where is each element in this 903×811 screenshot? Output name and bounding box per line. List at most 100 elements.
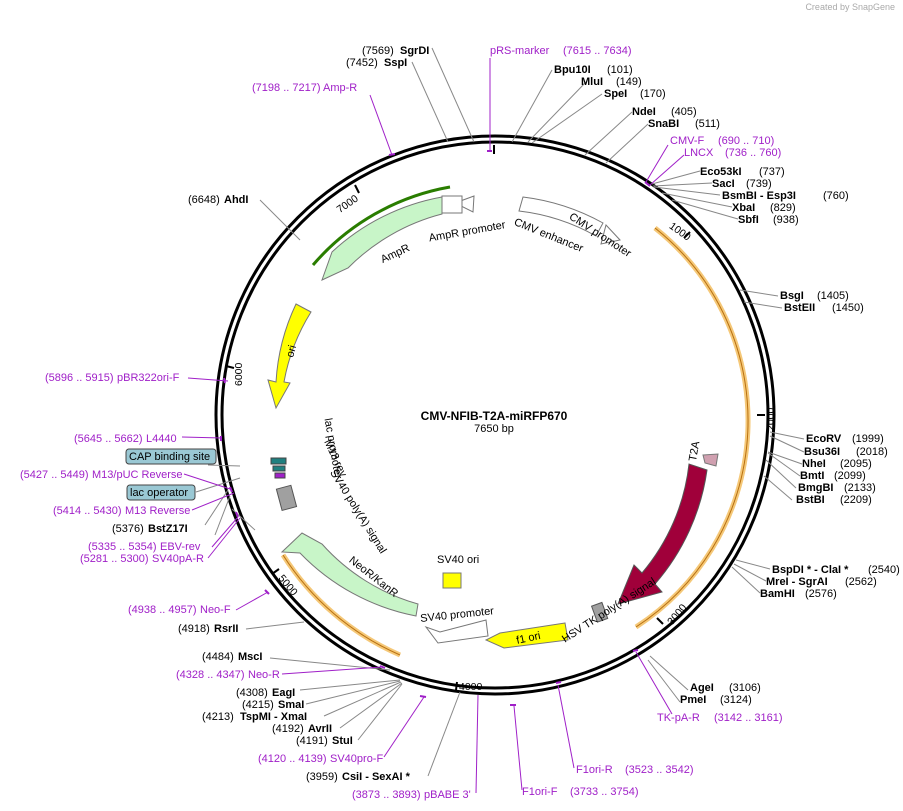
enzyme-agei-pos: (3106) (729, 682, 761, 694)
enzyme-ecorv[interactable]: EcoRV (806, 433, 842, 445)
enzyme-saci[interactable]: SacI (712, 178, 735, 190)
t2a-label: T2A (687, 440, 702, 463)
enzyme-msci[interactable]: MscI (238, 651, 262, 663)
enzyme-xbai-pos: (829) (770, 202, 796, 214)
enzyme-bspdi-clai[interactable]: BspDI * - ClaI * (772, 564, 849, 576)
lac-operator-box[interactable] (126, 484, 196, 501)
enzyme-rsrii[interactable]: RsrII (214, 623, 238, 635)
enzyme-bstbi[interactable]: BstBI (796, 494, 825, 506)
enzyme-bpu10i-pos: (101) (607, 64, 633, 76)
hsv-tk-polya-box[interactable] (590, 601, 609, 623)
enzyme-mrei-sgrai[interactable]: MreI - SgrAI (766, 576, 828, 588)
enzyme-tspmi-xmai[interactable]: TspMI - XmaI (240, 711, 307, 723)
enzyme-sbfi[interactable]: SbfI (738, 214, 759, 226)
tick-2000: 2000 (765, 407, 777, 431)
primer-sv40pa-r[interactable]: SV40pA-R (152, 553, 204, 565)
enzyme-spei[interactable]: SpeI (604, 88, 627, 100)
enzyme-bamhi[interactable]: BamHI (760, 588, 795, 600)
enzyme-snabi[interactable]: SnaBI (648, 118, 679, 130)
m13-rev-box[interactable] (272, 465, 286, 472)
enzyme-eagi-pos: (4308) (236, 687, 268, 699)
lac-promoter-box[interactable] (270, 457, 287, 465)
sv40-ori-box[interactable] (442, 572, 462, 589)
primer-neo-r[interactable]: Neo-R (248, 669, 280, 681)
enzyme-bsgi[interactable]: BsgI (780, 290, 804, 302)
primer-lncx[interactable]: LNCX (684, 147, 714, 159)
enzyme-msci-pos: (4484) (202, 651, 234, 663)
cmv-enhancer-arrow[interactable] (518, 196, 604, 237)
enzyme-bstz17i-pos: (5376) (112, 523, 144, 535)
enzyme-smai[interactable]: SmaI (278, 699, 304, 711)
enzyme-bmgbi-pos: (2133) (844, 482, 876, 494)
primer-m13-reverse[interactable]: M13 Reverse (125, 505, 190, 517)
enzyme-bsgi-pos: (1405) (817, 290, 849, 302)
enzyme-bmgbi[interactable]: BmgBI (798, 482, 833, 494)
primer-ebv-rev[interactable]: EBV-rev (160, 541, 201, 553)
primer-l4440[interactable]: L4440 (146, 433, 177, 445)
sv40-polya-box[interactable] (275, 484, 298, 512)
enzyme-bsmbi-esp3i[interactable]: BsmBI - Esp3I (722, 190, 796, 202)
primer-f1ori-f[interactable]: F1ori-F (522, 786, 558, 798)
ampr-outer-arc (311, 185, 451, 266)
sv40-promoter-arrow[interactable] (424, 619, 489, 644)
primer-neo-f-range: (4938 .. 4957) (128, 604, 197, 616)
primer-pbabe-3[interactable]: pBABE 3' (424, 789, 471, 801)
enzyme-pmei-pos: (3124) (720, 694, 752, 706)
enzyme-bsmbi-pos: (760) (823, 190, 849, 202)
cap-box[interactable] (274, 472, 286, 479)
primer-neo-f[interactable]: Neo-F (200, 604, 231, 616)
enzyme-mlui-pos: (149) (616, 76, 642, 88)
cap-binding-site-box[interactable] (125, 448, 217, 465)
enzyme-xbai[interactable]: XbaI (732, 202, 755, 214)
primer-amp-r[interactable]: Amp-R (323, 82, 357, 94)
enzyme-mrei-pos: (2562) (845, 576, 877, 588)
enzyme-avrii[interactable]: AvrII (308, 723, 332, 735)
ampr-arrow[interactable] (321, 196, 443, 281)
primer-tk-pa-r[interactable]: TK-pA-R (657, 712, 700, 724)
primer-prs-marker[interactable]: pRS-marker (490, 45, 550, 57)
enzyme-ahdi[interactable]: AhdI (224, 194, 248, 206)
neo-arrow[interactable] (280, 532, 419, 617)
f1-ori-arrow[interactable] (484, 622, 569, 649)
ampr-promoter-box[interactable] (441, 195, 463, 214)
enzyme-bsu36i[interactable]: Bsu36I (804, 446, 840, 458)
enzyme-mlui[interactable]: MluI (581, 76, 603, 88)
cmv-promoter-arrow[interactable] (600, 223, 621, 245)
cap-binding-site-label: CAP binding site (129, 451, 210, 463)
primer-f1ori-r[interactable]: F1ori-R (576, 764, 613, 776)
ampr-promoter-label: AmpR promoter (428, 219, 507, 244)
t2a-arrow[interactable] (702, 453, 719, 467)
enzyme-bmti[interactable]: BmtI (800, 470, 824, 482)
enzyme-bsteii[interactable]: BstEII (784, 302, 815, 314)
enzyme-csii-sexai[interactable]: CsiI - SexAI * (342, 771, 411, 783)
primer-cmv-f[interactable]: CMV-F (670, 135, 705, 147)
enzyme-ecorv-pos: (1999) (852, 433, 884, 445)
enzyme-eagi[interactable]: EagI (272, 687, 295, 699)
enzyme-pmei[interactable]: PmeI (680, 694, 706, 706)
mirfp670-arrow[interactable] (617, 463, 708, 605)
enzyme-stui[interactable]: StuI (332, 735, 353, 747)
enzyme-sspi[interactable]: SspI (384, 57, 407, 69)
enzyme-sgrdi[interactable]: SgrDI (400, 45, 429, 57)
enzyme-smai-pos: (4215) (242, 699, 274, 711)
primer-sv40pro-f[interactable]: SV40pro-F (330, 753, 383, 765)
enzyme-bmti-pos: (2099) (834, 470, 866, 482)
primer-m13puc-reverse[interactable]: M13/pUC Reverse (92, 469, 182, 481)
enzyme-stui-pos: (4191) (296, 735, 328, 747)
plasmid-title: CMV-NFIB-T2A-miRFP670 (421, 409, 568, 423)
enzyme-bstbi-pos: (2209) (840, 494, 872, 506)
primer-lncx-range: (736 .. 760) (725, 147, 781, 159)
primer-marks (220, 150, 651, 706)
enzyme-agei[interactable]: AgeI (690, 682, 714, 694)
primer-pbr322ori-f[interactable]: pBR322ori-F (117, 372, 180, 384)
primer-f1ori-r-range: (3523 .. 3542) (625, 764, 694, 776)
ampr-promoter-arrow[interactable] (453, 195, 475, 213)
ori-arrow[interactable] (267, 303, 312, 410)
enzyme-ndei[interactable]: NdeI (632, 106, 656, 118)
enzyme-eco53ki[interactable]: Eco53kI (700, 166, 742, 178)
primer-leaders (181, 58, 685, 794)
enzyme-eco53ki-pos: (737) (759, 166, 785, 178)
enzyme-nhei[interactable]: NheI (802, 458, 826, 470)
enzyme-bstz17i[interactable]: BstZ17I (148, 523, 188, 535)
enzyme-bpu10i[interactable]: Bpu10I (554, 64, 591, 76)
